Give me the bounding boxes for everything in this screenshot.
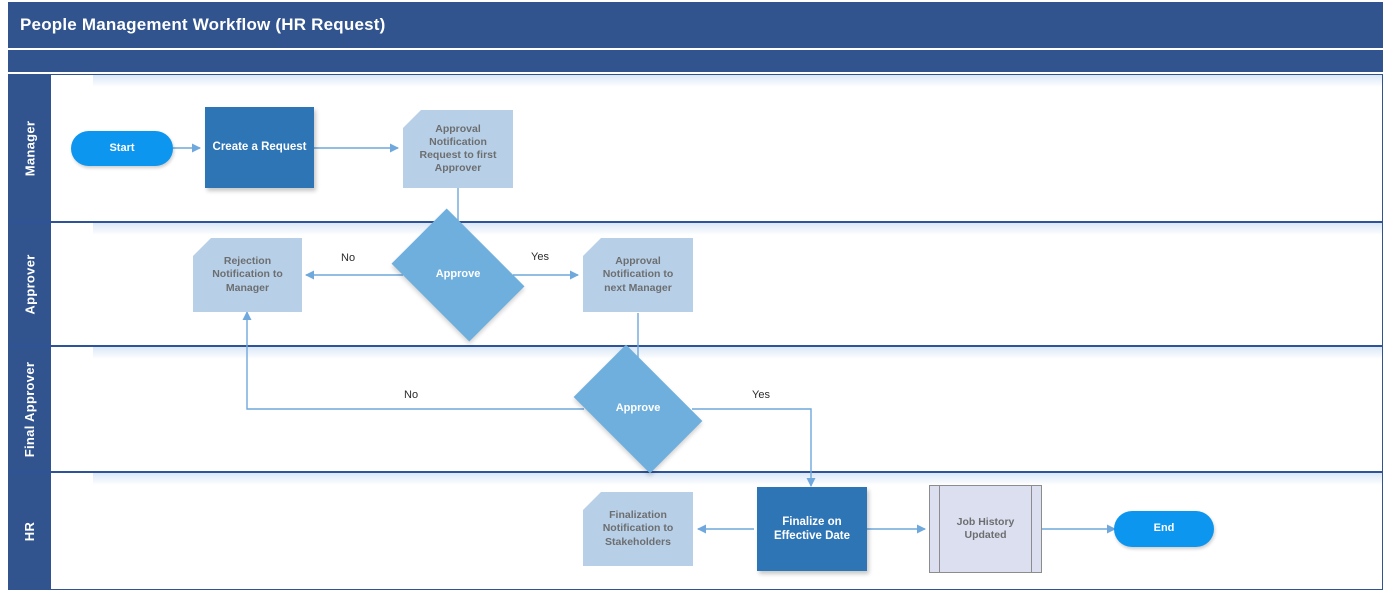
node-approve-decision-final-approver[interactable]: Approve xyxy=(573,344,703,474)
node-start[interactable]: Start xyxy=(71,131,173,166)
swimlane-label-final-approver: Final Approver xyxy=(9,347,51,471)
swimlane-final-approver: Final Approver xyxy=(9,345,1382,471)
node-label: Start xyxy=(109,141,135,154)
node-label: Finalization Notification to Stakeholder… xyxy=(602,509,674,548)
node-approval-notification-first-approver[interactable]: Approval Notification Request to first A… xyxy=(403,110,513,188)
node-create-a-request[interactable]: Create a Request xyxy=(205,107,314,188)
swimlane-label-approver: Approver xyxy=(9,223,51,345)
lane-gradient xyxy=(93,223,1382,235)
edge-label-approve2-yes: Yes xyxy=(752,389,770,401)
node-end[interactable]: End xyxy=(1114,511,1214,547)
diagram-subheader-bar xyxy=(8,50,1383,72)
edge-label-approve2-no: No xyxy=(404,389,419,401)
node-job-history-updated[interactable]: Job History Updated xyxy=(929,485,1042,573)
node-approval-notification-next-manager[interactable]: Approval Notification to next Manager xyxy=(583,238,693,312)
node-rejection-notification-to-manager[interactable]: Rejection Notification to Manager xyxy=(193,238,302,312)
swimlane-label-text: Manager xyxy=(22,120,38,176)
node-label: Finalize on Effective Date xyxy=(773,515,851,542)
edge-label-approve1-yes: Yes xyxy=(531,251,549,263)
node-label: Create a Request xyxy=(212,141,307,154)
lane-gradient xyxy=(93,347,1382,359)
node-label: Job History Updated xyxy=(956,515,1015,541)
swimlane-label-hr: HR xyxy=(9,473,51,589)
page-title: People Management Workflow (HR Request) xyxy=(20,15,386,34)
node-label: End xyxy=(1153,522,1175,535)
diagram-title-bar: People Management Workflow (HR Request) xyxy=(8,2,1383,48)
node-finalize-on-effective-date[interactable]: Finalize on Effective Date xyxy=(757,487,867,571)
node-label: Approve xyxy=(435,268,481,281)
swimlane-label-text: HR xyxy=(22,521,38,541)
node-finalization-notification-to-stakeholders[interactable]: Finalization Notification to Stakeholder… xyxy=(583,492,693,566)
edge-label-approve1-no: No xyxy=(341,252,356,264)
node-label: Approval Notification to next Manager xyxy=(602,255,674,294)
swimlane-label-text: Final Approver xyxy=(22,361,38,457)
swimlane-label-text: Approver xyxy=(22,253,38,315)
node-approve-decision-approver[interactable]: Approve xyxy=(391,208,525,342)
node-label: Approve xyxy=(615,402,661,415)
lane-gradient xyxy=(93,75,1382,87)
swimlane-label-manager: Manager xyxy=(9,75,51,221)
node-label: Approval Notification Request to first A… xyxy=(419,122,497,175)
swimlane-body-final-approver xyxy=(51,347,1382,471)
lane-gradient xyxy=(93,473,1382,485)
node-label: Rejection Notification to Manager xyxy=(212,255,283,294)
